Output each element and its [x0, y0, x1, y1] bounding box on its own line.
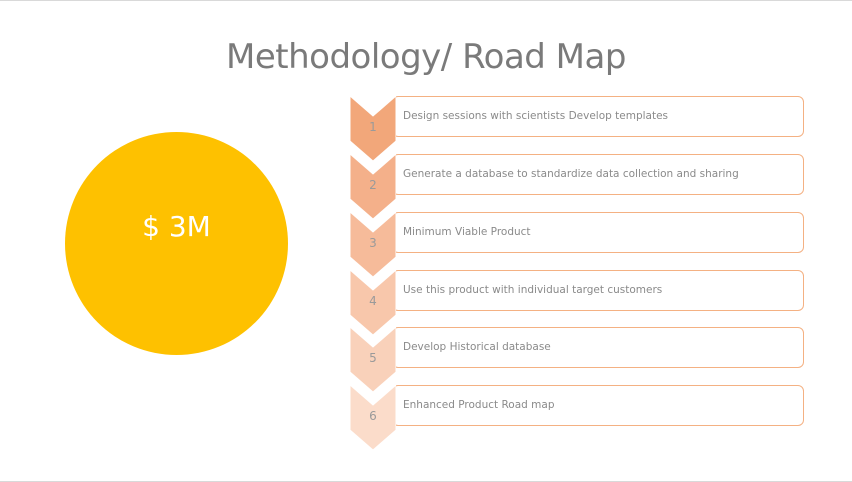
step-number-4: 4: [369, 294, 377, 308]
step-number-2: 2: [369, 178, 377, 192]
chevron-shape-1: [350, 96, 396, 161]
step-text-1: Design sessions with scientists Develop …: [403, 110, 669, 122]
step-number-6: 6: [369, 409, 377, 423]
slide-title: Methodology/ Road Map: [226, 37, 626, 77]
step-number-3: 3: [369, 236, 377, 250]
step-chevron-1: 1: [350, 96, 396, 161]
step-box-3: Minimum Viable Product: [392, 212, 804, 253]
budget-circle: $ 3M: [65, 132, 288, 355]
step-text-5: Develop Historical database: [403, 341, 551, 353]
step-chevron-4: 4: [350, 270, 396, 335]
step-text-6: Enhanced Product Road map: [403, 399, 555, 411]
chevron-shape-6: [350, 385, 396, 450]
step-box-1: Design sessions with scientists Develop …: [392, 96, 804, 137]
chevron-shape-4: [350, 270, 396, 335]
step-number-5: 5: [369, 351, 377, 365]
step-box-4: Use this product with individual target …: [392, 270, 804, 311]
step-text-4: Use this product with individual target …: [403, 284, 663, 296]
chevron-shape-5: [350, 327, 396, 392]
step-number-1: 1: [369, 120, 377, 134]
step-chevron-3: 3: [350, 212, 396, 277]
chevron-shape-2: [350, 154, 396, 219]
step-text-2: Generate a database to standardize data …: [403, 168, 739, 180]
step-box-5: Develop Historical database: [392, 327, 804, 368]
step-chevron-5: 5: [350, 327, 396, 392]
step-text-3: Minimum Viable Product: [403, 226, 531, 238]
chevron-shape-3: [350, 212, 396, 277]
step-box-2: Generate a database to standardize data …: [392, 154, 804, 195]
step-chevron-2: 2: [350, 154, 396, 219]
budget-label: $ 3M: [142, 210, 211, 243]
step-box-6: Enhanced Product Road map: [392, 385, 804, 426]
step-chevron-6: 6: [350, 385, 396, 450]
